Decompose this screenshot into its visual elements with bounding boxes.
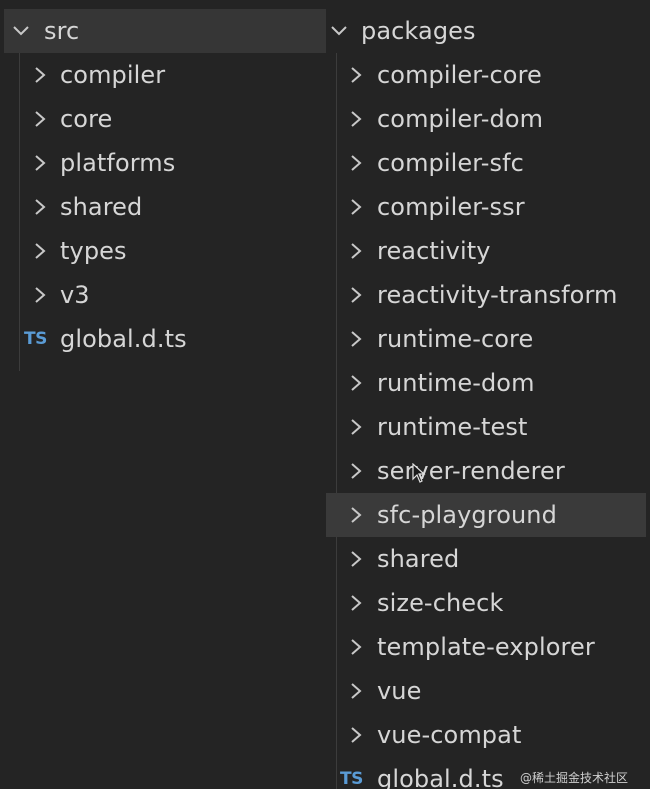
folder-label: compiler-core [377,61,542,89]
folder-label: platforms [60,149,176,177]
folder-item-server-renderer[interactable]: server-renderer [326,449,646,493]
watermark: @稀土掘金技术社区 [519,771,628,785]
typescript-file-icon: TS [340,769,363,789]
folder-label: compiler-sfc [377,149,524,177]
folder-label: types [60,237,127,265]
folder-label: compiler-ssr [377,193,525,221]
folder-item-runtime-test[interactable]: runtime-test [326,405,646,449]
folder-label: server-renderer [377,457,565,485]
chevron-right-icon [350,185,362,229]
folder-item-shared[interactable]: shared [326,537,646,581]
chevron-right-icon [350,53,362,97]
chevron-right-icon [34,185,46,229]
folder-label: vue [377,677,422,705]
folder-label: shared [377,545,460,573]
folder-item-compiler-dom[interactable]: compiler-dom [326,97,646,141]
folder-label: vue-compat [377,721,522,749]
chevron-right-icon [34,229,46,273]
chevron-right-icon [350,317,362,361]
folder-label: sfc-playground [377,501,557,529]
file-item-global-d-ts[interactable]: TS global.d.ts [326,757,646,789]
packages-tree-pane: packages compiler-core compiler-dom comp… [326,9,646,789]
file-label: global.d.ts [60,325,187,353]
folder-item-platforms[interactable]: platforms [4,141,326,185]
chevron-right-icon [350,273,362,317]
chevron-right-icon [34,97,46,141]
chevron-down-icon [12,9,30,53]
indent-guide [336,53,337,789]
chevron-right-icon [350,97,362,141]
chevron-right-icon [350,405,362,449]
folder-label: runtime-core [377,325,534,353]
folder-item-runtime-dom[interactable]: runtime-dom [326,361,646,405]
folder-item-reactivity[interactable]: reactivity [326,229,646,273]
chevron-right-icon [350,537,362,581]
file-label: global.d.ts [377,765,504,789]
folder-label: core [60,105,113,133]
folder-label: reactivity-transform [377,281,618,309]
tree-root-packages[interactable]: packages [326,9,646,53]
chevron-right-icon [350,581,362,625]
typescript-file-icon: TS [24,329,47,349]
chevron-right-icon [350,625,362,669]
folder-item-compiler-ssr[interactable]: compiler-ssr [326,185,646,229]
tree-root-label: packages [361,17,476,45]
chevron-down-icon [330,9,348,53]
chevron-right-icon [350,669,362,713]
src-tree-pane: src compiler core platforms shared [4,9,326,789]
folder-item-sfc-playground[interactable]: sfc-playground [326,493,646,537]
chevron-right-icon [350,229,362,273]
tree-root-src[interactable]: src [4,9,326,53]
folder-item-compiler-sfc[interactable]: compiler-sfc [326,141,646,185]
chevron-right-icon [34,53,46,97]
folder-label: size-check [377,589,504,617]
chevron-right-icon [350,713,362,757]
folder-label: reactivity [377,237,491,265]
chevron-right-icon [34,273,46,317]
folder-label: shared [60,193,143,221]
folder-item-v3[interactable]: v3 [4,273,326,317]
folder-item-shared[interactable]: shared [4,185,326,229]
folder-item-runtime-core[interactable]: runtime-core [326,317,646,361]
tree-root-label: src [44,17,80,45]
folder-item-compiler[interactable]: compiler [4,53,326,97]
folder-label: template-explorer [377,633,595,661]
folder-item-template-explorer[interactable]: template-explorer [326,625,646,669]
chevron-right-icon [350,361,362,405]
mouse-cursor-icon [412,463,426,483]
folder-item-vue-compat[interactable]: vue-compat [326,713,646,757]
folder-label: compiler [60,61,166,89]
chevron-right-icon [350,449,362,493]
folder-item-core[interactable]: core [4,97,326,141]
folder-label: runtime-test [377,413,528,441]
folder-label: v3 [60,281,90,309]
folder-item-vue[interactable]: vue [326,669,646,713]
folder-label: runtime-dom [377,369,535,397]
chevron-right-icon [350,493,362,537]
chevron-right-icon [34,141,46,185]
indent-guide [19,53,20,371]
folder-item-compiler-core[interactable]: compiler-core [326,53,646,97]
folder-label: compiler-dom [377,105,544,133]
folder-item-size-check[interactable]: size-check [326,581,646,625]
chevron-right-icon [350,141,362,185]
file-item-global-d-ts[interactable]: TS global.d.ts [4,317,326,361]
folder-item-reactivity-transform[interactable]: reactivity-transform [326,273,646,317]
folder-item-types[interactable]: types [4,229,326,273]
